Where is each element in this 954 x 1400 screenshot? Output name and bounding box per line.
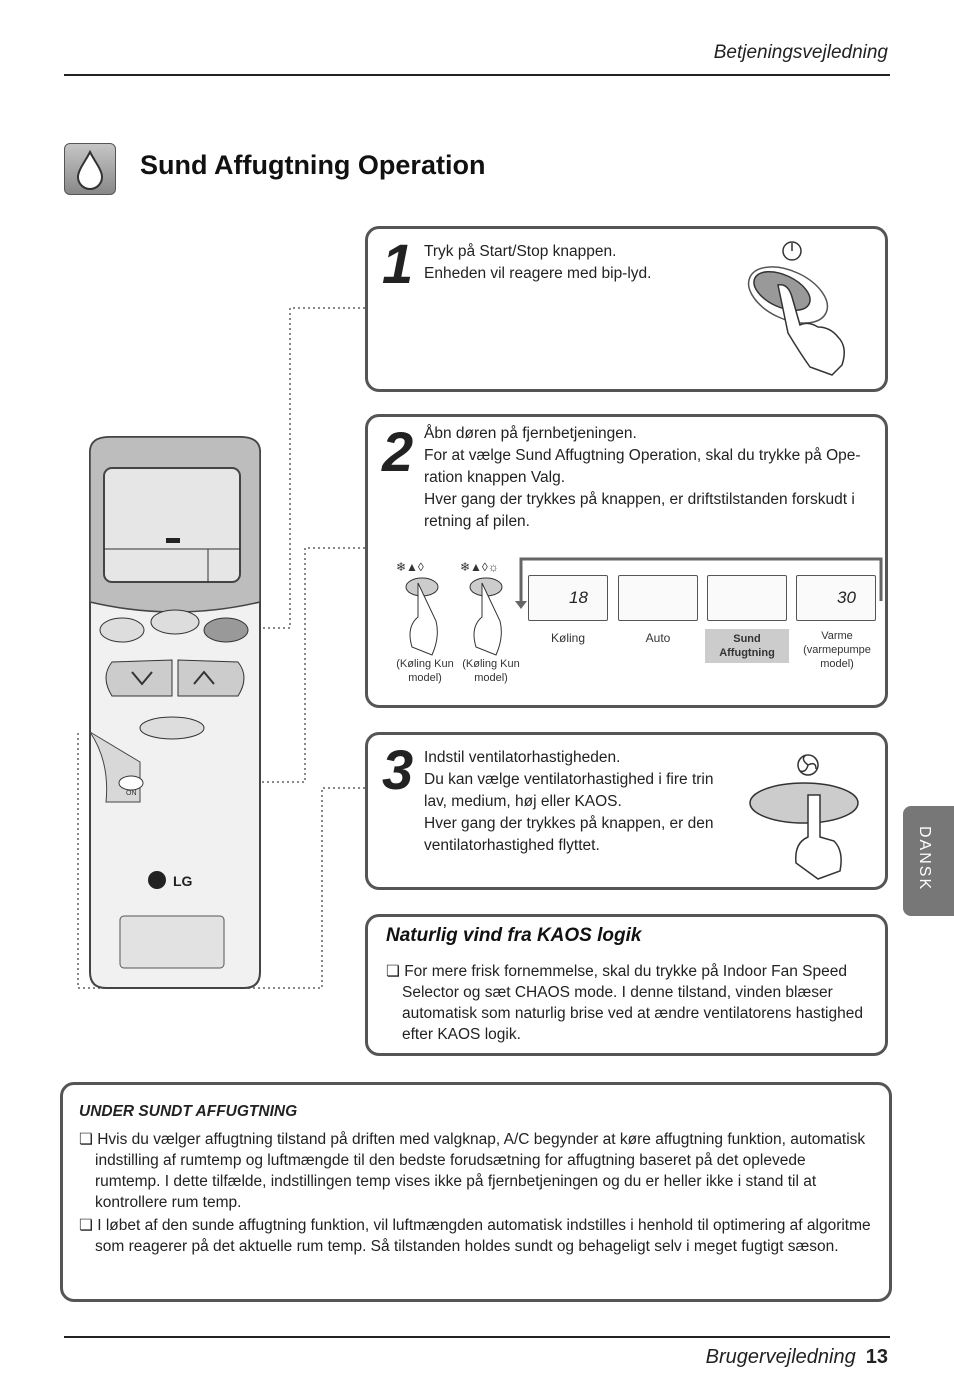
- dry-mode-note-box: UNDER SUNDT AFFUGTNING ❏ Hvis du vælger …: [60, 1082, 892, 1302]
- start-stop-button-illustration: [747, 241, 845, 376]
- water-drop-icon: [64, 143, 116, 195]
- chaos-note-bullet: ❏ For mere frisk fornemmelse, skal du tr…: [386, 963, 863, 1043]
- step-text: Indstil ventilatorhastigheden. Du kan væ…: [424, 749, 714, 854]
- svg-text:❄▲◊☼: ❄▲◊☼: [460, 560, 499, 574]
- remote-brand: LG: [173, 873, 193, 889]
- dry-mode-note-title: UNDER SUNDT AFFUGTNING: [79, 1103, 298, 1120]
- mode-label-cooling: Køling: [550, 631, 585, 645]
- mode-label-heat: Varme (varmepumpe model): [803, 630, 871, 670]
- chaos-note-box: Naturlig vind fra KAOS logik ❏ For mere …: [365, 914, 888, 1056]
- mode-lcd-heat: 30: [796, 575, 876, 621]
- remote-door-label: ON: [126, 790, 137, 797]
- dry-mode-bullet-2: ❏ I løbet af den sunde affugtning funkti…: [79, 1217, 871, 1255]
- button-caption-1: (Køling Kun model): [396, 658, 454, 684]
- svg-text:❄▲◊: ❄▲◊: [396, 560, 424, 574]
- mode-lcd-dry: [707, 575, 787, 621]
- chaos-note-title: Naturlig vind fra KAOS logik: [386, 925, 642, 946]
- footer-rule: [64, 1336, 890, 1338]
- step-text: Åbn døren på fjernbetjeningen. For at væ…: [424, 425, 861, 530]
- section-title: Sund Affugtning Operation: [140, 150, 486, 180]
- remote-control: LG ON: [80, 432, 270, 992]
- mode-lcd-cooling: 18: [528, 575, 608, 621]
- mode-lcd-auto: [618, 575, 698, 621]
- mode-cycle-arrow: [515, 557, 883, 609]
- step-3-box: 3 Indstil ventilatorhastigheden. Du kan …: [365, 732, 888, 890]
- step-2-box: 2 Åbn døren på fjernbetjeningen. For at …: [365, 414, 888, 708]
- step-number: 3: [382, 738, 414, 801]
- language-tab: DANSK: [903, 806, 954, 916]
- dry-mode-bullet-1: ❏ Hvis du vælger affugtning tilstand på …: [79, 1131, 866, 1211]
- step-text: Tryk på Start/Stop knappen. Enheden vil …: [424, 243, 652, 282]
- mode-label-dry: Sund Affugtning: [705, 629, 789, 663]
- mode-button-illustrations: ❄▲◊ ❄▲◊☼: [396, 560, 503, 656]
- step-number: 1: [382, 232, 414, 295]
- button-caption-2: (Køling Kun model): [462, 658, 520, 684]
- step-1-box: 1 Tryk på Start/Stop knappen. Enheden vi…: [365, 226, 888, 392]
- mode-label-auto: Auto: [645, 631, 671, 645]
- step-number: 2: [382, 420, 414, 483]
- page-number: 13: [865, 1346, 888, 1368]
- header-rule: [64, 74, 890, 76]
- fan-button-illustration: [749, 754, 859, 880]
- running-header: Betjeningsvejledning: [713, 42, 888, 63]
